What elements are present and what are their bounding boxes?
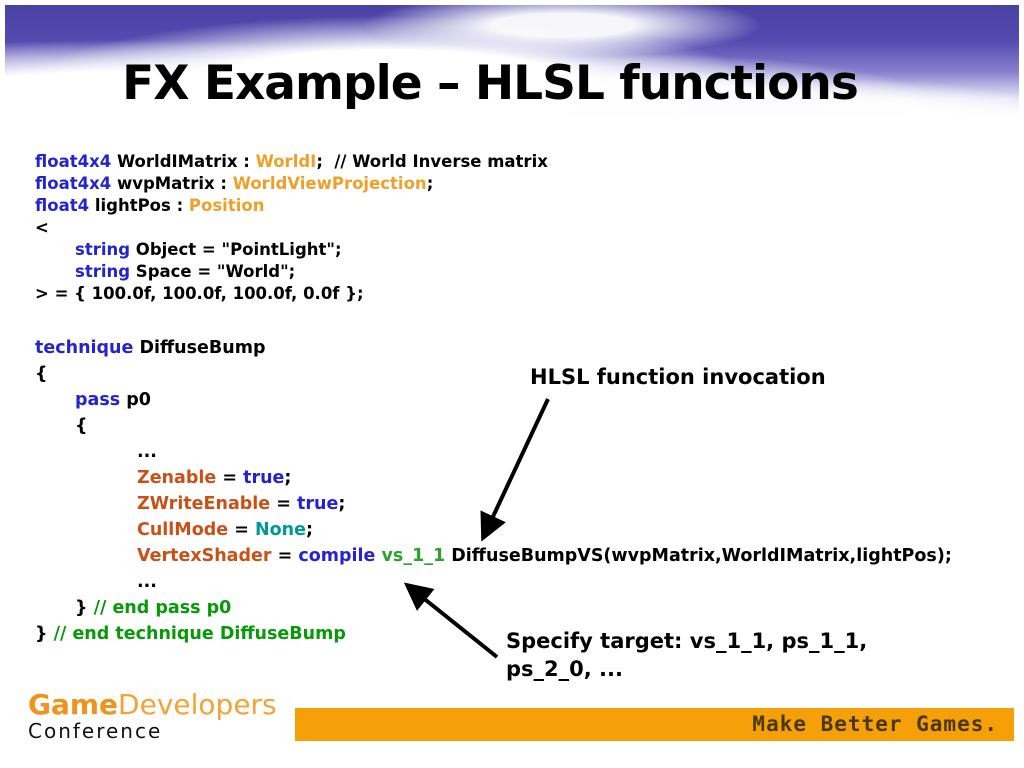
code-token-plain: ;	[338, 494, 346, 514]
gdc-logo-game: Game	[28, 688, 119, 721]
code-line: ZWriteEnable = true;	[35, 491, 952, 517]
code-token-plain: ;	[306, 520, 313, 540]
code-token-plain: lightPos :	[89, 196, 189, 215]
code-token-keyword: technique	[35, 338, 134, 358]
code-token-plain: ...	[137, 572, 157, 592]
code-line: pass p0	[35, 387, 952, 413]
tagline-bar: Make Better Games.	[295, 708, 1014, 741]
code-token-plain: }	[75, 598, 94, 618]
code-line: float4 lightPos : Position	[35, 195, 548, 217]
code-token-plain: <	[35, 218, 49, 237]
code-line: > = { 100.0f, 100.0f, 100.0f, 0.0f };	[35, 283, 548, 305]
code-line: ...	[35, 439, 952, 465]
code-line: technique DiffuseBump	[35, 335, 952, 361]
code-token-target_green: vs_1_1	[381, 546, 446, 566]
code-token-plain: DiffuseBump	[133, 338, 266, 358]
callout-target-line2: ps_2_0, ...	[506, 657, 623, 681]
code-token-keyword: float4x4	[35, 174, 112, 193]
code-token-comment_green: // end technique DiffuseBump	[53, 624, 346, 644]
tagline: Make Better Games.	[752, 712, 998, 736]
code-token-plain: ;	[426, 174, 434, 193]
code-token-state: Zenable	[137, 468, 217, 488]
code-token-keyword: true	[243, 468, 285, 488]
code-line: ...	[35, 569, 952, 595]
code-token-semantic: WorldI	[255, 152, 317, 171]
code-token-keyword: pass	[75, 390, 121, 410]
code-line: string Object = "PointLight";	[35, 239, 548, 261]
code-token-state: ZWriteEnable	[137, 494, 271, 514]
code-line: <	[35, 217, 548, 239]
code-token-plain: DiffuseBumpVS(wvpMatrix,WorldIMatrix,lig…	[445, 546, 952, 566]
callout-specify-target: Specify target: vs_1_1, ps_1_1, ps_2_0, …	[506, 627, 906, 683]
code-token-keyword: string	[75, 262, 131, 281]
code-token-plain: WorldIMatrix :	[111, 152, 256, 171]
code-block-technique: technique DiffuseBump { pass p0 {... Zenable…	[35, 335, 952, 647]
code-line: {	[35, 361, 952, 387]
code-line: } // end technique DiffuseBump	[35, 621, 952, 647]
code-token-plain: p0	[120, 390, 151, 410]
code-line: {	[35, 413, 952, 439]
code-token-plain: {	[75, 416, 88, 436]
code-token-keyword: true	[297, 494, 339, 514]
code-token-plain: ;	[284, 468, 292, 488]
gdc-logo-conference: Conference	[28, 719, 163, 743]
code-token-keyword: float4x4	[35, 152, 112, 171]
code-token-teal: None	[255, 520, 306, 540]
gdc-logo-line1: GameDevelopers	[28, 690, 277, 720]
code-token-plain: =	[216, 468, 244, 488]
code-line: CullMode = None;	[35, 517, 952, 543]
code-token-plain: {	[35, 364, 48, 384]
code-line: } // end pass p0	[35, 595, 952, 621]
code-token-keyword: float4	[35, 196, 90, 215]
page-title: FX Example – HLSL functions	[122, 56, 859, 111]
code-token-plain: =	[228, 520, 255, 540]
code-token-plain: =	[270, 494, 298, 514]
code-token-plain: }	[35, 624, 54, 644]
code-line: string Space = "World";	[35, 261, 548, 283]
code-token-plain: ...	[137, 442, 157, 462]
code-token-plain: ; // World Inverse matrix	[316, 152, 548, 171]
gdc-logo: GameDevelopers Conference	[28, 690, 277, 743]
code-token-plain: wvpMatrix :	[111, 174, 233, 193]
code-token-plain: Object = "PointLight";	[130, 240, 342, 259]
code-token-plain: Space = "World";	[130, 262, 296, 281]
code-token-keyword: string	[75, 240, 131, 259]
header-cloud-image	[5, 5, 1019, 117]
callout-hlsl-invocation: HLSL function invocation	[530, 365, 826, 389]
code-token-keyword: compile	[298, 546, 376, 566]
code-token-plain: > = { 100.0f, 100.0f, 100.0f, 0.0f };	[35, 284, 364, 303]
callout-target-line1: Specify target: vs_1_1, ps_1_1,	[506, 629, 868, 653]
gdc-logo-developers: Developers	[118, 688, 277, 721]
code-line: float4x4 WorldIMatrix : WorldI; // World…	[35, 151, 548, 173]
code-line: Zenable = true;	[35, 465, 952, 491]
code-block-declarations: float4x4 WorldIMatrix : WorldI; // World…	[35, 151, 548, 305]
code-line: float4x4 wvpMatrix : WorldViewProjection…	[35, 173, 548, 195]
code-token-comment_green: // end pass p0	[93, 598, 232, 618]
code-token-semantic: WorldViewProjection	[232, 174, 427, 193]
code-token-state: VertexShader	[137, 546, 272, 566]
code-token-plain: =	[271, 546, 299, 566]
code-line: VertexShader = compile vs_1_1 DiffuseBum…	[35, 543, 952, 569]
code-token-state: CullMode	[137, 520, 229, 540]
code-token-semantic: Position	[188, 196, 265, 215]
